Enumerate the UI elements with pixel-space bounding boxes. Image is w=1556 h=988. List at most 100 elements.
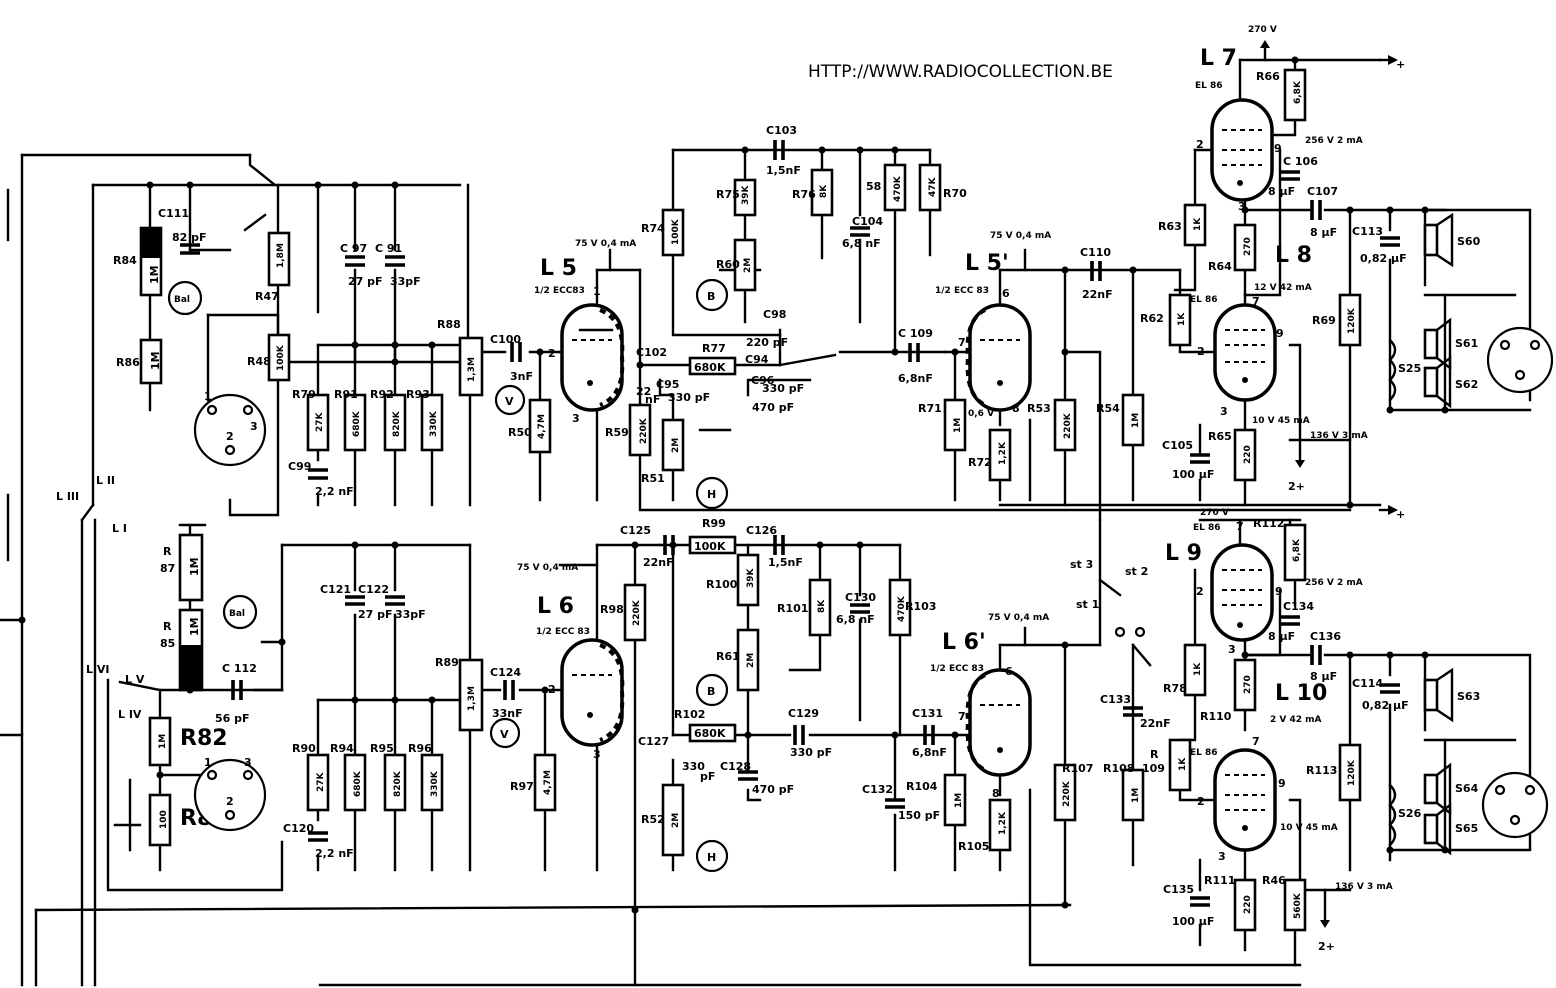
svg-text:L VI: L VI xyxy=(86,663,109,676)
r90: R90 27K xyxy=(292,742,330,812)
svg-text:S60: S60 xyxy=(1457,235,1481,248)
tube-l10: L 10 EL 86 2 V 42 mA 7 2 9 3 xyxy=(1190,681,1327,863)
svg-text:R101: R101 xyxy=(777,602,808,615)
r58: 58 470K xyxy=(866,163,907,212)
svg-text:R100: R100 xyxy=(706,578,738,591)
svg-text:270 V: 270 V xyxy=(1200,508,1229,518)
svg-text:2M: 2M xyxy=(746,653,756,668)
svg-text:R90: R90 xyxy=(292,742,316,755)
svg-text:R89: R89 xyxy=(435,656,459,669)
svg-text:1/2 ECC 83: 1/2 ECC 83 xyxy=(536,627,590,637)
svg-text:C132: C132 xyxy=(862,783,893,796)
svg-text:C98: C98 xyxy=(763,308,786,321)
svg-text:330 pF: 330 pF xyxy=(668,391,710,404)
svg-text:22: 22 xyxy=(636,385,651,398)
r77: R77 680K xyxy=(688,342,737,376)
svg-text:22nF: 22nF xyxy=(643,556,674,569)
svg-text:EL 86: EL 86 xyxy=(1195,81,1223,91)
svg-text:120K: 120K xyxy=(1347,307,1357,334)
svg-text:2,2 nF: 2,2 nF xyxy=(315,485,354,498)
svg-text:330: 330 xyxy=(682,760,705,773)
r70: R70 47K xyxy=(918,163,967,212)
svg-text:R69: R69 xyxy=(1312,314,1336,327)
svg-text:8: 8 xyxy=(1012,402,1020,415)
svg-text:3: 3 xyxy=(1220,405,1228,418)
svg-text:270 V: 270 V xyxy=(1248,25,1277,35)
svg-text:R71: R71 xyxy=(918,402,942,415)
svg-text:R51: R51 xyxy=(641,472,665,485)
svg-text:100 µF: 100 µF xyxy=(1172,915,1214,928)
svg-text:100 µF: 100 µF xyxy=(1172,468,1214,481)
svg-text:6,8nF: 6,8nF xyxy=(898,372,933,385)
svg-text:1M: 1M xyxy=(953,418,963,433)
tube-l5p: L 5' 1/2 ECC 83 75 V 0,4 mA 6 7 8 0,6 V xyxy=(935,231,1182,522)
caps-output-bot: C134 8 µF C136 8 µF C114 0,82 µF C135 10… xyxy=(1163,578,1409,953)
svg-text:470 pF: 470 pF xyxy=(752,783,794,796)
svg-text:R64: R64 xyxy=(1208,260,1232,273)
svg-text:3: 3 xyxy=(572,412,580,425)
svg-text:EL 86: EL 86 xyxy=(1190,748,1218,758)
svg-text:6: 6 xyxy=(1002,287,1010,300)
svg-text:2M: 2M xyxy=(743,258,753,273)
svg-text:B: B xyxy=(707,685,715,698)
svg-text:C95: C95 xyxy=(656,378,679,391)
svg-text:1,3M: 1,3M xyxy=(467,357,477,382)
svg-text:0,82 µF: 0,82 µF xyxy=(1360,252,1407,265)
svg-text:L 5: L 5 xyxy=(540,256,577,281)
svg-text:56 pF: 56 pF xyxy=(215,712,250,725)
svg-text:C124: C124 xyxy=(490,666,521,679)
indicator-b-bot: B xyxy=(695,673,729,707)
svg-text:Bal: Bal xyxy=(229,609,245,619)
r54: R54 1M xyxy=(1096,393,1145,447)
svg-text:C99: C99 xyxy=(288,460,311,473)
svg-text:C125: C125 xyxy=(620,524,651,537)
svg-text:1: 1 xyxy=(204,756,212,769)
r82: R82 1M xyxy=(148,716,228,767)
svg-text:0,6 V: 0,6 V xyxy=(968,409,994,419)
svg-text:S62: S62 xyxy=(1455,378,1478,391)
svg-text:C113: C113 xyxy=(1352,225,1383,238)
svg-text:R50: R50 xyxy=(508,426,532,439)
svg-text:39K: 39K xyxy=(746,567,756,588)
svg-text:R95: R95 xyxy=(370,742,394,755)
svg-text:1K: 1K xyxy=(1193,217,1203,231)
r96: R96 330K xyxy=(408,742,444,812)
r72: R72 1,2K xyxy=(968,428,1012,482)
r62: R62 1K xyxy=(1140,293,1192,347)
svg-text:27K: 27K xyxy=(316,771,326,792)
svg-text:220K: 220K xyxy=(1063,412,1073,439)
svg-text:R63: R63 xyxy=(1158,220,1182,233)
svg-text:L I: L I xyxy=(112,522,127,535)
svg-text:2+: 2+ xyxy=(1288,480,1305,493)
svg-text:C121: C121 xyxy=(320,583,351,596)
svg-text:8 µF: 8 µF xyxy=(1268,185,1295,198)
svg-text:C135: C135 xyxy=(1163,883,1194,896)
r107: R107 220K xyxy=(1053,762,1093,822)
svg-text:100K: 100K xyxy=(694,540,726,553)
svg-text:B: B xyxy=(707,290,715,303)
svg-text:S61: S61 xyxy=(1455,337,1478,350)
svg-text:6: 6 xyxy=(1005,665,1013,678)
svg-text:27 pF: 27 pF xyxy=(358,608,393,621)
c111: C111 82 pF xyxy=(158,207,207,255)
svg-text:S65: S65 xyxy=(1455,822,1478,835)
tone-network-bot xyxy=(658,543,957,872)
svg-text:1/2 ECC 83: 1/2 ECC 83 xyxy=(935,286,989,296)
r105: R105 1,2K xyxy=(958,798,1012,853)
svg-text:R78: R78 xyxy=(1163,682,1187,695)
r69: R69 120K xyxy=(1312,293,1362,347)
svg-text:+: + xyxy=(1396,508,1405,521)
svg-text:R: R xyxy=(1150,748,1159,761)
caps-tone-top: C103 1,5nF C104 6,8 nF C102 22 nF C95 33… xyxy=(636,124,933,414)
tube-l5: L 5 1/2 ECC83 75 V 0,4 mA 1 2 3 xyxy=(534,239,642,502)
svg-text:10 V 45 mA: 10 V 45 mA xyxy=(1252,416,1310,426)
indicator-h-bot: H xyxy=(695,839,729,873)
r66: R66 6,8K xyxy=(1256,68,1307,122)
r110: R110 270 xyxy=(1200,658,1257,723)
svg-text:R62: R62 xyxy=(1140,312,1164,325)
r46: R46 560K xyxy=(1262,874,1307,932)
svg-text:330 pF: 330 pF xyxy=(790,746,832,759)
svg-text:270: 270 xyxy=(1243,675,1253,694)
svg-text:1M: 1M xyxy=(148,265,161,284)
svg-text:H: H xyxy=(707,488,716,501)
